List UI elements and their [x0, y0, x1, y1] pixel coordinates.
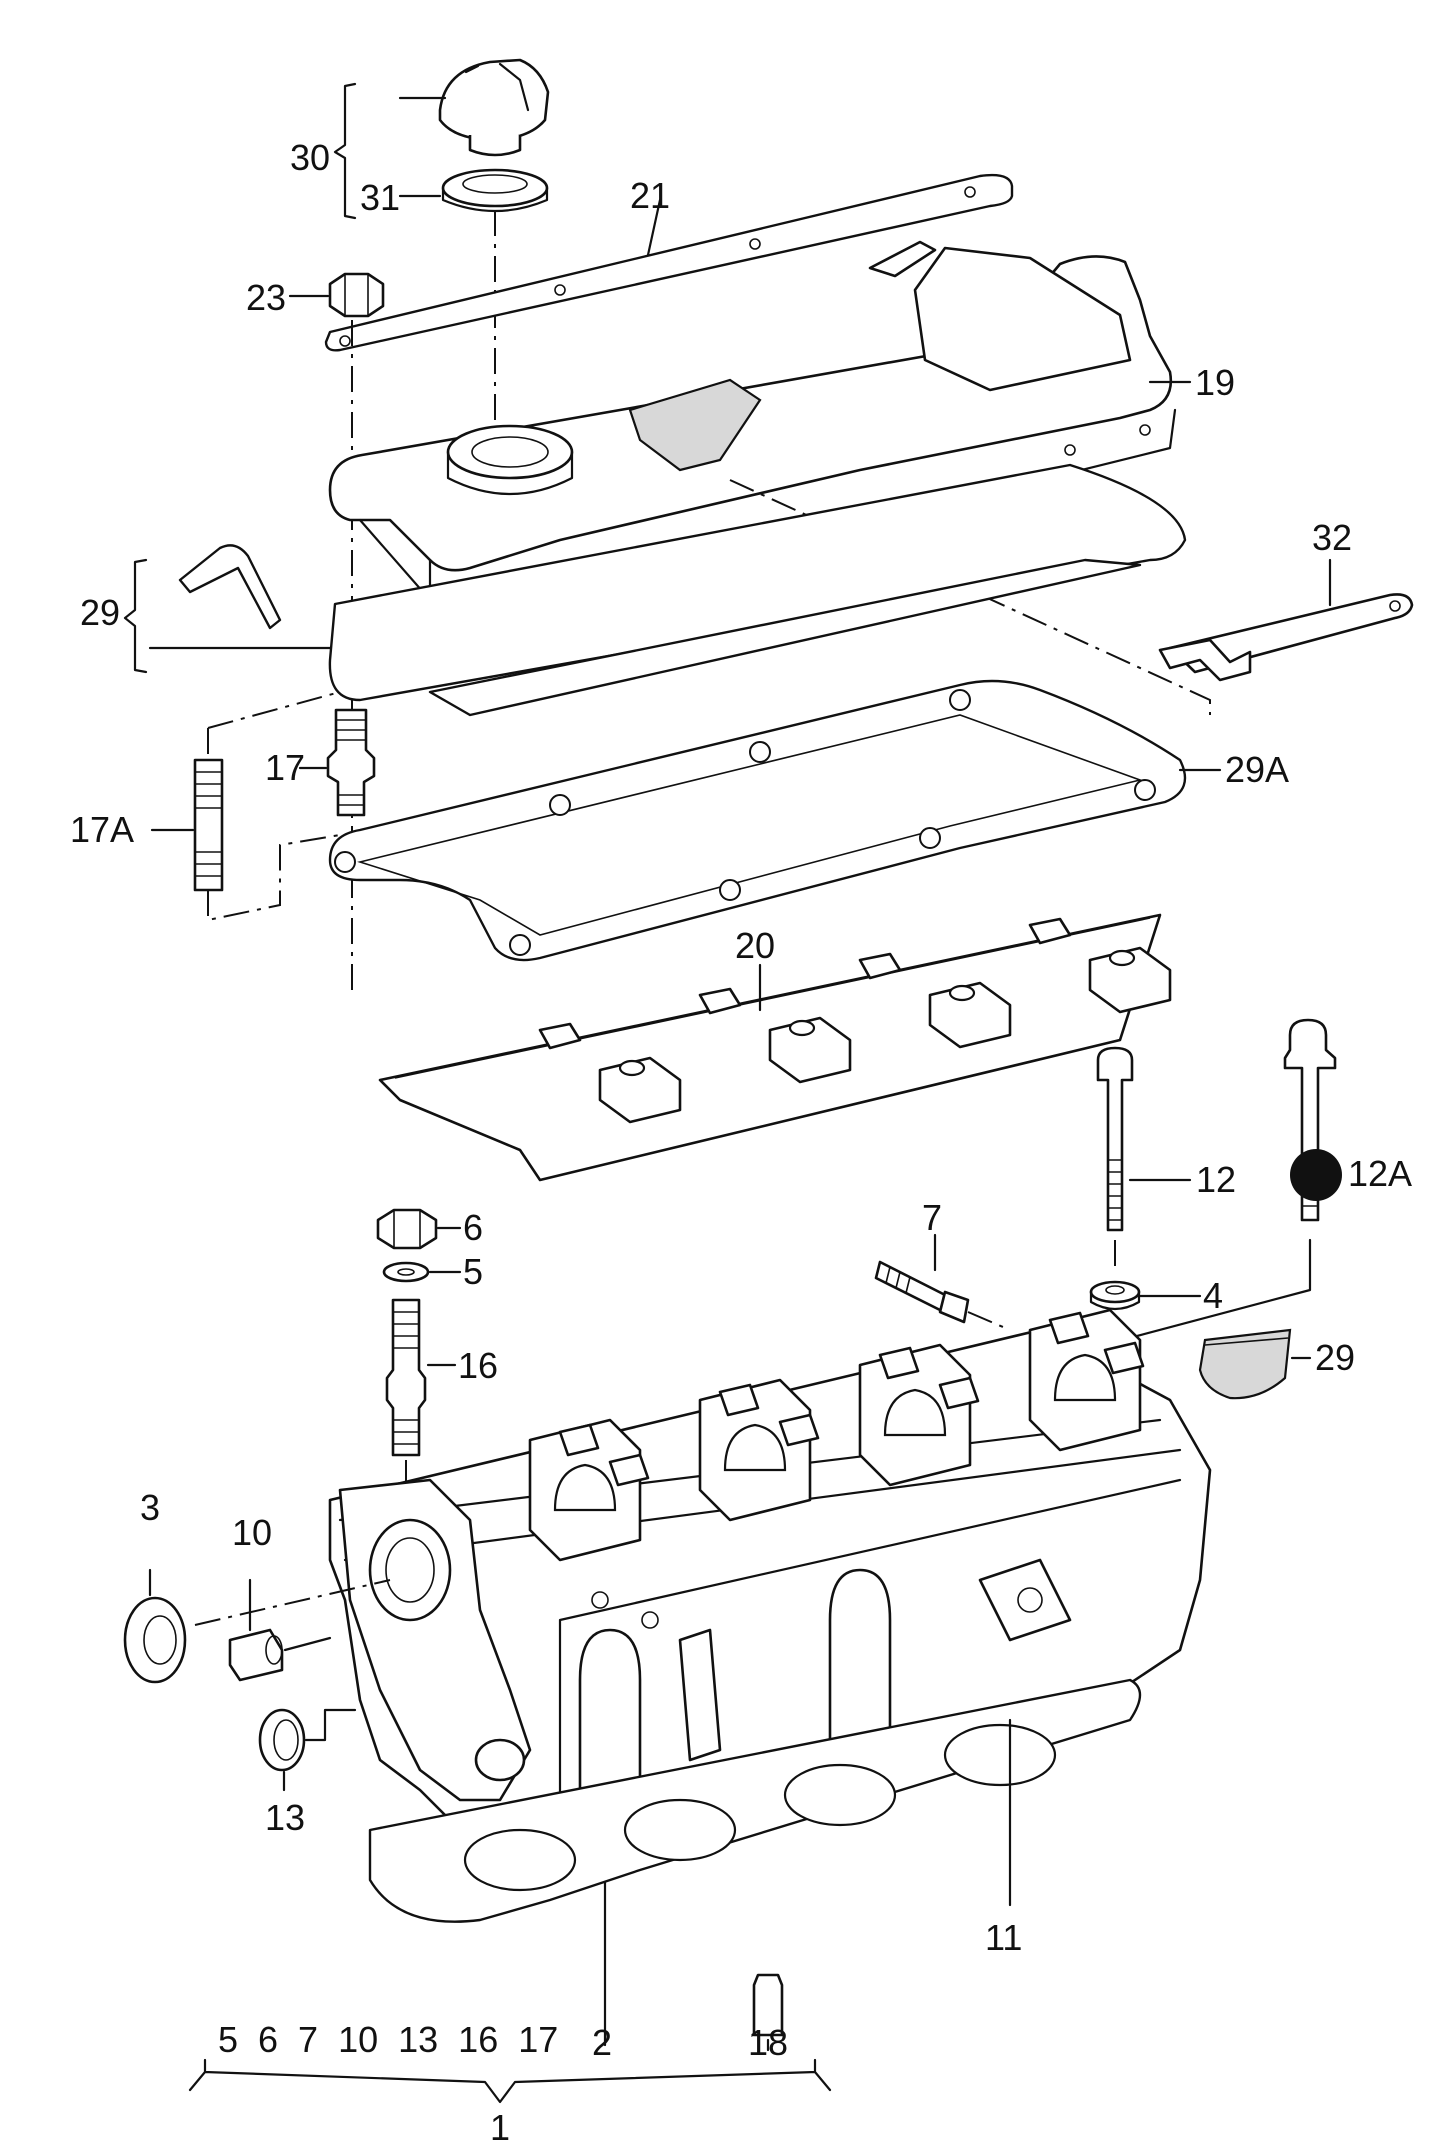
bracket-strap	[1158, 593, 1414, 682]
stud-17A	[193, 758, 224, 892]
dowel-sleeve	[752, 1973, 784, 2037]
callout-19: 19	[1195, 362, 1235, 403]
kit-bracket	[188, 2058, 832, 2104]
callout-29: 29	[80, 592, 120, 633]
cover-rear-gasket	[328, 463, 1187, 702]
callout-13: 13	[265, 1797, 305, 1838]
callout-17: 17	[265, 747, 305, 788]
callout-29-wedge: 29	[1315, 1337, 1355, 1378]
cover-gasket-strip	[324, 173, 1014, 352]
nut-6	[376, 1208, 438, 1250]
callout-23: 23	[246, 277, 286, 318]
cover-gasket-section	[178, 544, 282, 630]
washer-5	[382, 1261, 430, 1283]
callout-12A: 12A	[1348, 1153, 1412, 1194]
callout-3: 3	[140, 1487, 160, 1528]
cover-gasket-29A	[328, 679, 1187, 962]
callout-11: 11	[985, 1917, 1022, 1958]
callout-6: 6	[463, 1207, 483, 1248]
callout-18: 18	[748, 2022, 788, 2063]
callout-30: 30	[290, 137, 330, 178]
callout-4: 4	[1203, 1275, 1223, 1316]
wedge-29	[1198, 1328, 1292, 1400]
callout-12: 12	[1196, 1159, 1236, 1200]
callout-5: 5	[463, 1251, 483, 1292]
cylinder-head	[328, 1308, 1212, 1842]
kit-contents-row: 5 6 7 10 13 16 17	[218, 2019, 558, 2060]
callout-20: 20	[735, 925, 775, 966]
bracket-30	[333, 82, 357, 220]
stud-16	[385, 1298, 427, 1457]
callout-32: 32	[1312, 517, 1352, 558]
callout-21: 21	[630, 175, 670, 216]
callout-1: 1	[490, 2107, 510, 2148]
head-bolt-12	[1096, 1046, 1134, 1232]
filler-cap-seal	[441, 168, 549, 213]
callout-16: 16	[458, 1345, 498, 1386]
sealing-plug	[228, 1628, 284, 1682]
callout-17A: 17A	[70, 809, 134, 850]
camshaft-oil-seal	[123, 1596, 187, 1684]
callout-31: 31	[360, 177, 400, 218]
oil-filler-cap	[438, 58, 550, 157]
callout-labels: 30 31 21 23 19 32 29 17 17A 29A 20 12 12…	[70, 137, 1412, 2148]
stud-17	[326, 708, 376, 817]
cylinder-head-cover	[328, 240, 1177, 602]
hex-nut	[328, 272, 385, 318]
callout-10: 10	[232, 1512, 272, 1553]
stud-7	[874, 1260, 970, 1324]
callout-29A: 29A	[1225, 749, 1289, 790]
callout-7: 7	[922, 1197, 942, 1238]
sealing-cap	[258, 1708, 306, 1772]
camshaft-bearing-caps	[378, 913, 1172, 1182]
cover-axis-line	[729, 479, 1211, 715]
bolt-washer	[1089, 1280, 1141, 1311]
callout-2: 2	[592, 2022, 612, 2063]
cylinder-head-gasket	[368, 1678, 1142, 1923]
new-part-marker	[1290, 1149, 1342, 1201]
